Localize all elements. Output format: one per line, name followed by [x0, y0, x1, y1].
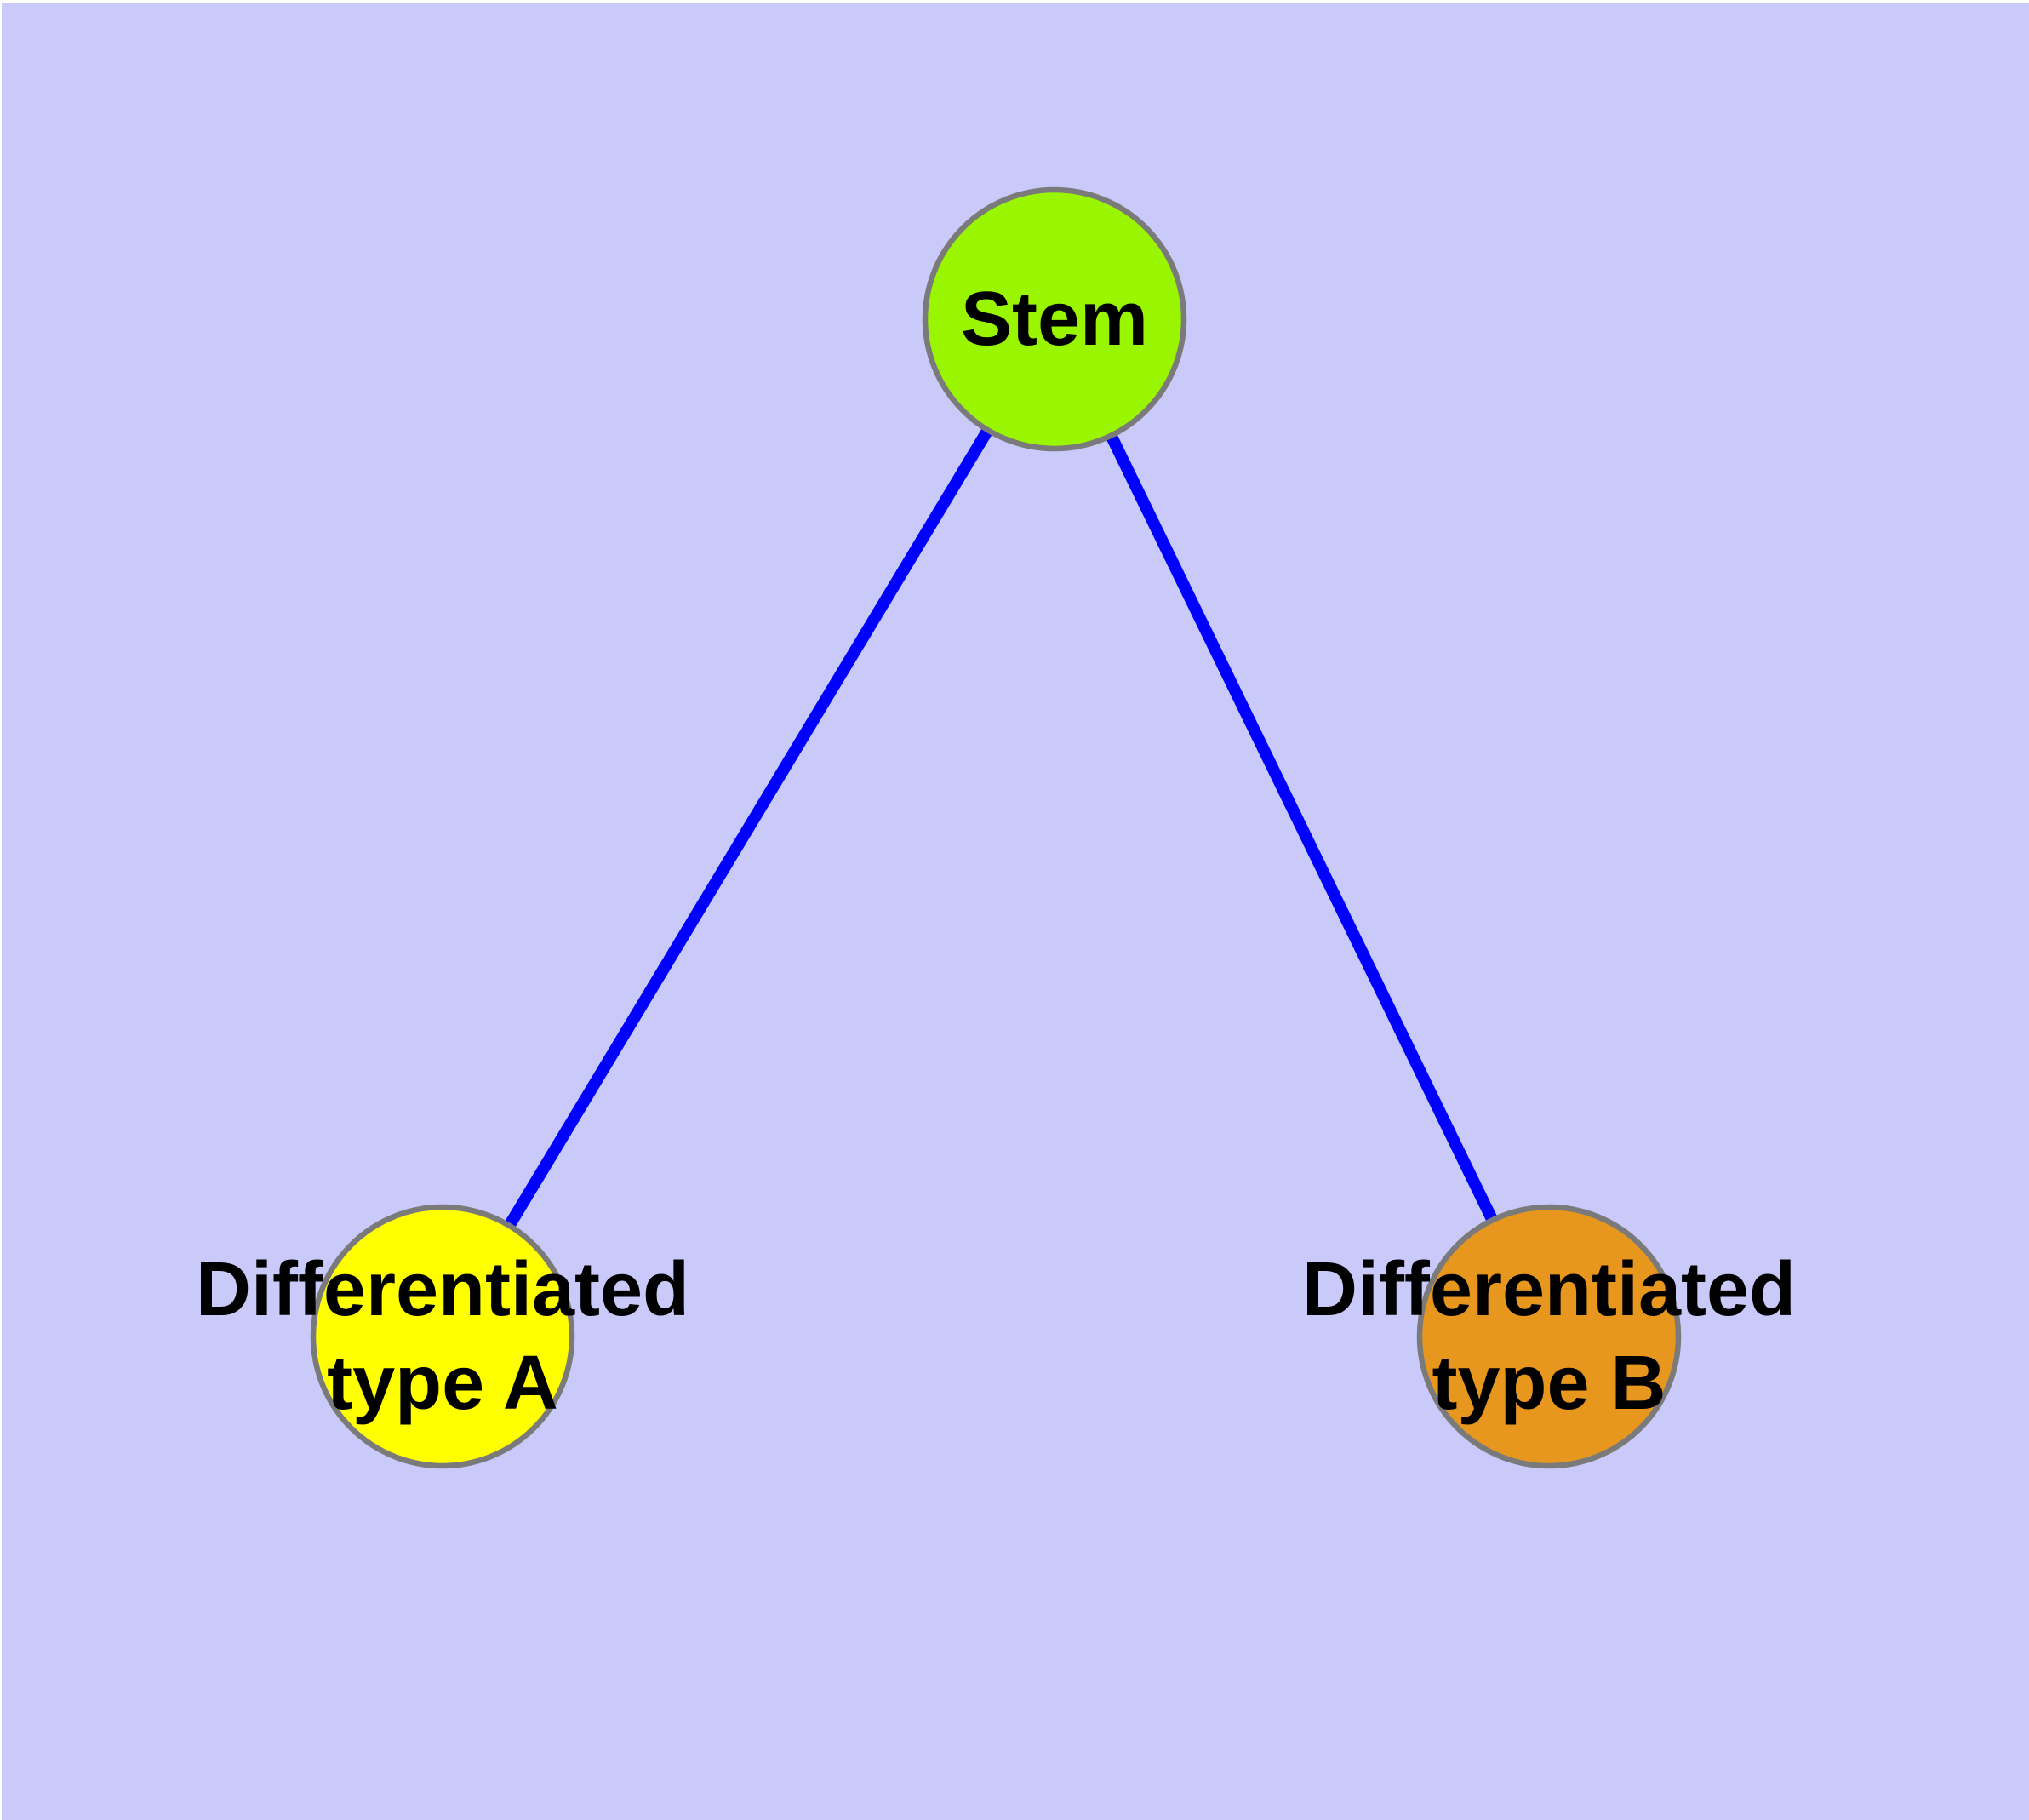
edge-stem-to-type-a	[437, 316, 1060, 1340]
type-b-label-line2: type B	[1432, 1341, 1666, 1426]
edge-stem-to-type-b	[1049, 316, 1555, 1340]
type-b-node	[1416, 1204, 1682, 1469]
type-a-node	[310, 1204, 575, 1469]
type-a-label-line1: Differentiated	[196, 1247, 689, 1332]
type-b-label-line1: Differentiated	[1302, 1247, 1796, 1332]
stem-node	[922, 186, 1187, 452]
stem-node-label: Stem	[961, 277, 1148, 362]
type-a-label-line2: type A	[327, 1341, 558, 1426]
